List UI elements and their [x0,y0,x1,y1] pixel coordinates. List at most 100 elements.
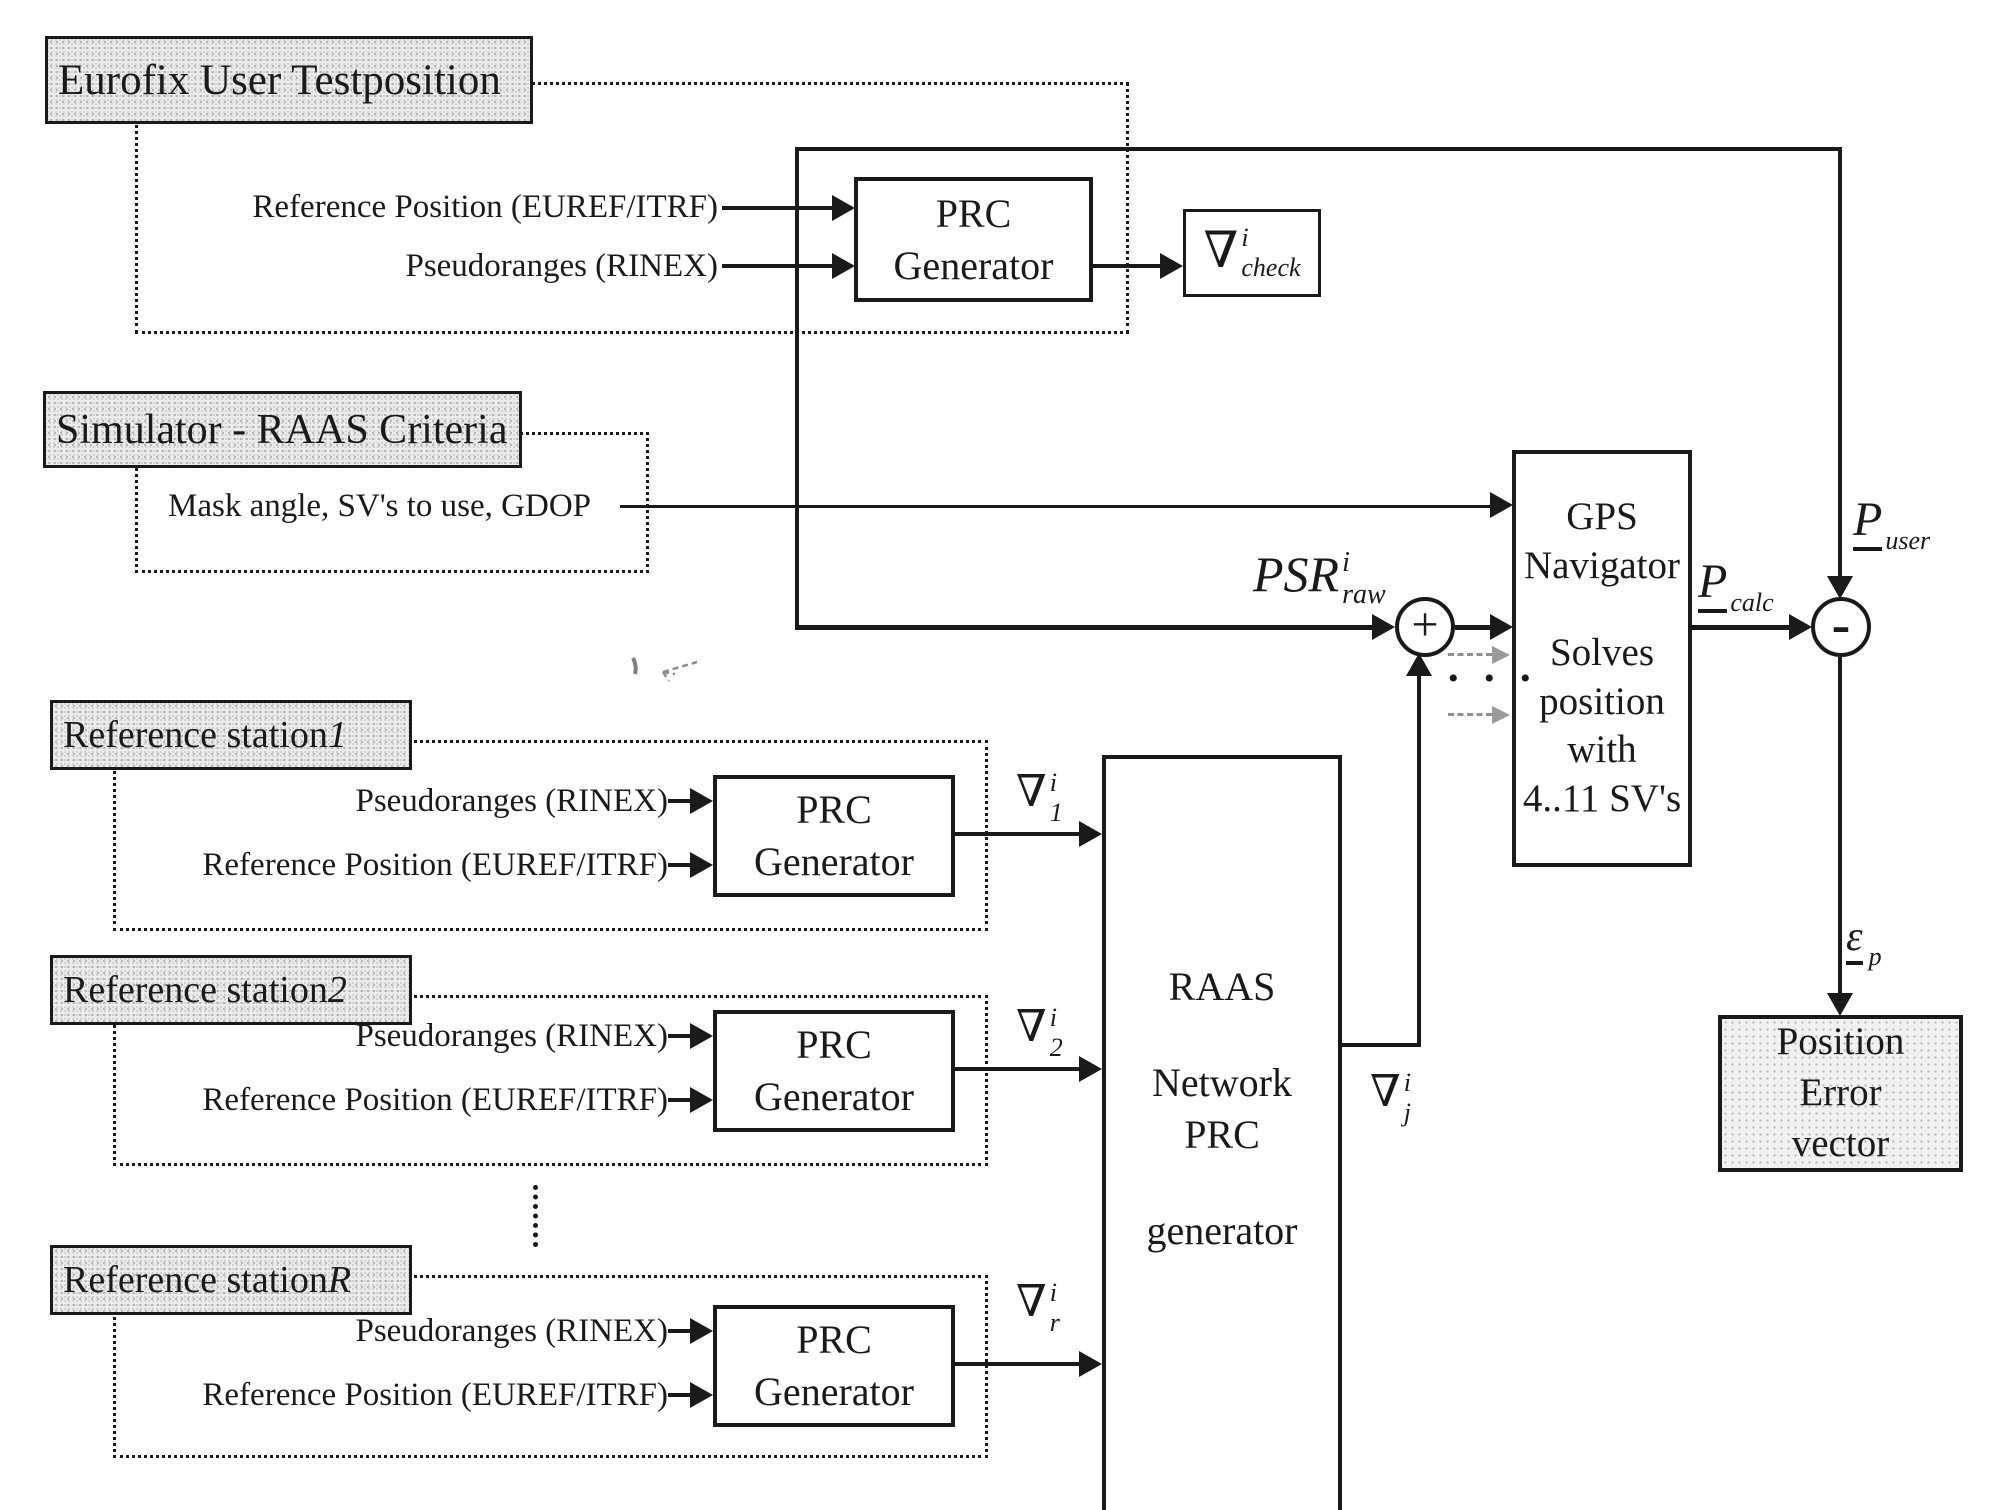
arrowhead [1160,253,1183,279]
simulator-section-label-text: Simulator - RAAS Criteria [56,406,508,453]
minus-summing-junction: - [1811,597,1871,657]
wire-testposition-vertical [795,147,799,630]
position-error-line3: vector [1791,1121,1890,1165]
wire-plus-to-gps [1455,625,1490,630]
station-2-label: Reference station 2 [50,955,412,1025]
raas-line2: Network [1152,1060,1292,1105]
wire-nabla-j-horizontal [1342,1043,1419,1047]
prc-generator-line1: PRC [796,1022,872,1067]
arrowhead [690,852,713,878]
arrowhead [1079,821,1102,847]
wire-nabla-check [1093,264,1161,268]
wire-nabla-1 [955,832,1079,836]
ellipsis-corrections: • • • [1448,662,1540,695]
station-r-label-prefix: Reference station [63,1259,328,1301]
raas-network-prc-generator-box: RAAS Network PRC generator [1102,755,1342,1510]
wire-st2-pseudoranges [668,1034,690,1038]
station-1-label: Reference station 1 [50,700,412,770]
wire-nabla-j-vertical [1417,676,1421,1047]
wire-dashed-2 [1448,713,1492,716]
wire-pcalc [1692,625,1789,630]
arrowhead-into-plus [1372,614,1395,640]
gps-body1: Solves [1549,630,1654,674]
p-user-label: P user [1853,493,1931,555]
eurofix-pseudoranges-input: Pseudoranges (RINEX) [405,248,718,284]
position-error-line2: Error [1799,1071,1882,1115]
station-r-reference-position-input: Reference Position (EUREF/ITRF) [202,1377,668,1413]
eurofix-prc-generator-box: PRC Generator [854,177,1093,302]
arrowhead [690,788,713,814]
arrowhead-dashed-2 [1492,706,1510,724]
arrowhead [690,1318,713,1344]
eurofix-section-boundary [135,82,1129,334]
station-2-label-prefix: Reference station [63,969,328,1011]
plus-summing-junction: + [1395,597,1455,657]
minus-sign: - [1831,593,1851,656]
arrowhead [690,1087,713,1113]
arrowhead [1079,1351,1102,1377]
prc-generator-line2: Generator [754,839,914,884]
raas-line1: RAAS [1168,964,1276,1009]
wire-eurofix-refpos [722,206,832,210]
wire-epsilon [1838,657,1842,993]
gps-navigator-box: GPS Navigator Solves position with 4..11… [1512,450,1692,867]
station-r-boundary [113,1275,988,1458]
wire-mask-criteria [620,505,1490,508]
station-1-prc-generator-box: PRC Generator [713,775,955,897]
position-error-vector-box: Position Error vector [1718,1015,1963,1172]
station-1-pseudoranges-input: Pseudoranges (RINEX) [355,783,668,819]
prc-generator-line2: Generator [754,1074,914,1119]
prc-generator-line1: PRC [796,1317,872,1362]
station-r-label: Reference station R [50,1245,412,1315]
position-error-line1: Position [1776,1020,1905,1064]
prc-generator-line2: Generator [893,242,1054,288]
simulator-criteria-input: Mask angle, SV's to use, GDOP [168,488,592,524]
arrowhead-into-position-error [1827,993,1853,1016]
wire-puser-down [1838,149,1842,576]
arrowhead-into-gps-main [1490,614,1513,640]
p-calc-label: P calc [1698,555,1774,617]
wire-nabla-r [955,1362,1079,1366]
arrowhead [832,253,855,279]
epsilon-p-label: ε p [1846,914,1882,971]
wire-puser-top [797,147,1842,151]
arrowhead [690,1382,713,1408]
station-1-label-prefix: Reference station [63,714,328,756]
eurofix-reference-position-input: Reference Position (EUREF/ITRF) [252,189,718,225]
prc-generator-line1: PRC [796,787,872,832]
wire-st1-pseudoranges [668,799,690,803]
wire-st1-refpos [668,863,690,867]
wire-str-refpos [668,1393,690,1397]
station-2-boundary [113,995,988,1166]
station-r-pseudoranges-input: Pseudoranges (RINEX) [355,1313,668,1349]
prc-generator-line1: PRC [935,190,1012,236]
wire-str-pseudoranges [668,1329,690,1333]
gps-body2: position [1539,679,1665,723]
arrowhead-into-minus-left [1789,614,1812,640]
wire-dashed-1 [1448,653,1492,656]
arrowhead-into-minus-top [1827,576,1853,599]
wire-psr-raw [795,625,1372,630]
eurofix-section-label: Eurofix User Testposition [45,36,533,124]
arrowhead-into-plus-bottom [1406,653,1432,676]
arrowhead-dashed-1 [1492,646,1510,664]
gps-body3: with [1567,728,1637,772]
gps-title1: GPS [1566,495,1638,539]
station-r-prc-generator-box: PRC Generator [713,1305,955,1427]
station-2-label-id: 2 [327,969,347,1011]
eurofix-section-label-text: Eurofix User Testposition [58,56,501,104]
gps-title2: Navigator [1524,544,1680,587]
arrowhead [690,1023,713,1049]
arrowhead [1079,1056,1102,1082]
arrowhead-into-gps-top [1490,492,1513,518]
wire-eurofix-pseudoranges [722,264,832,268]
raas-line3: PRC [1184,1112,1260,1157]
